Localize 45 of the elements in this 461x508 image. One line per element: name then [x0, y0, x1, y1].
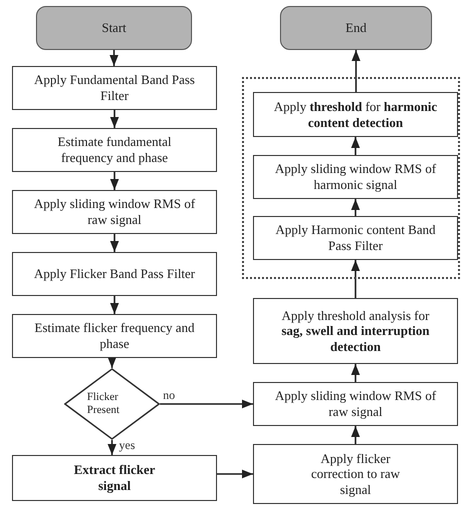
process-box	[253, 155, 458, 199]
process-box	[253, 298, 458, 364]
box-text: Estimate flicker frequency and phase	[34, 320, 196, 352]
process-box	[12, 66, 217, 110]
process-box	[12, 252, 217, 296]
box-text: Estimate fundamental frequency and phase	[56, 134, 172, 166]
process-box	[253, 216, 458, 260]
terminal-box	[36, 6, 192, 50]
box-text: Start	[100, 20, 128, 36]
box-text: Apply sliding window RMS of raw signal	[32, 196, 196, 228]
box-text: Extract flicker signal	[72, 462, 156, 494]
arrow	[110, 234, 119, 252]
arrow	[110, 50, 118, 66]
arrow	[351, 260, 360, 298]
box-text: End	[344, 20, 368, 36]
box-text: Apply threshold for harmonic content detection	[272, 98, 438, 130]
process-box	[12, 128, 217, 172]
arrow	[351, 364, 360, 382]
arrow	[351, 199, 360, 216]
dotted-group-frame	[242, 77, 460, 279]
box-text: Apply threshold analysis for sag, swell and interruption detection	[280, 308, 431, 354]
box-text: Apply sliding window RMS of raw signal	[274, 388, 438, 420]
box-text: Apply Fundamental Band Pass Filter	[33, 72, 196, 104]
process-box	[253, 444, 458, 504]
process-box	[12, 314, 217, 358]
box-text: Apply flicker correction to raw signal	[310, 450, 401, 498]
arrow	[110, 110, 119, 128]
decision-text: Flicker Present	[86, 390, 120, 418]
process-box	[253, 382, 458, 426]
box-text: Apply sliding window RMS of harmonic signal	[274, 161, 438, 193]
arrow	[110, 296, 119, 314]
arrow	[351, 137, 360, 155]
terminal-box	[280, 6, 432, 50]
arrow	[217, 470, 253, 478]
arrow	[160, 400, 253, 408]
arrow	[108, 440, 116, 455]
box-text: Apply Harmonic content Band Pass Filter	[274, 222, 436, 254]
process-box	[253, 92, 458, 137]
arrow	[110, 172, 119, 190]
process-box	[12, 455, 217, 501]
arrow	[108, 356, 116, 368]
box-text: Apply Flicker Band Pass Filter	[32, 266, 196, 282]
arrow	[351, 426, 360, 444]
arrow	[352, 50, 360, 92]
process-box	[12, 190, 217, 234]
